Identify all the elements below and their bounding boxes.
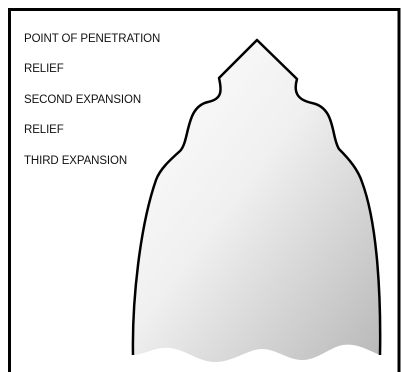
label-third-expansion: THIRD EXPANSION — [24, 155, 127, 167]
label-second-expansion: SECOND EXPANSION — [24, 94, 141, 106]
label-point-of-penetration: POINT OF PENETRATION — [24, 33, 160, 45]
label-relief-1: RELIEF — [24, 63, 64, 75]
label-relief-2: RELIEF — [24, 124, 64, 136]
projectile-tip-shape — [133, 40, 380, 362]
